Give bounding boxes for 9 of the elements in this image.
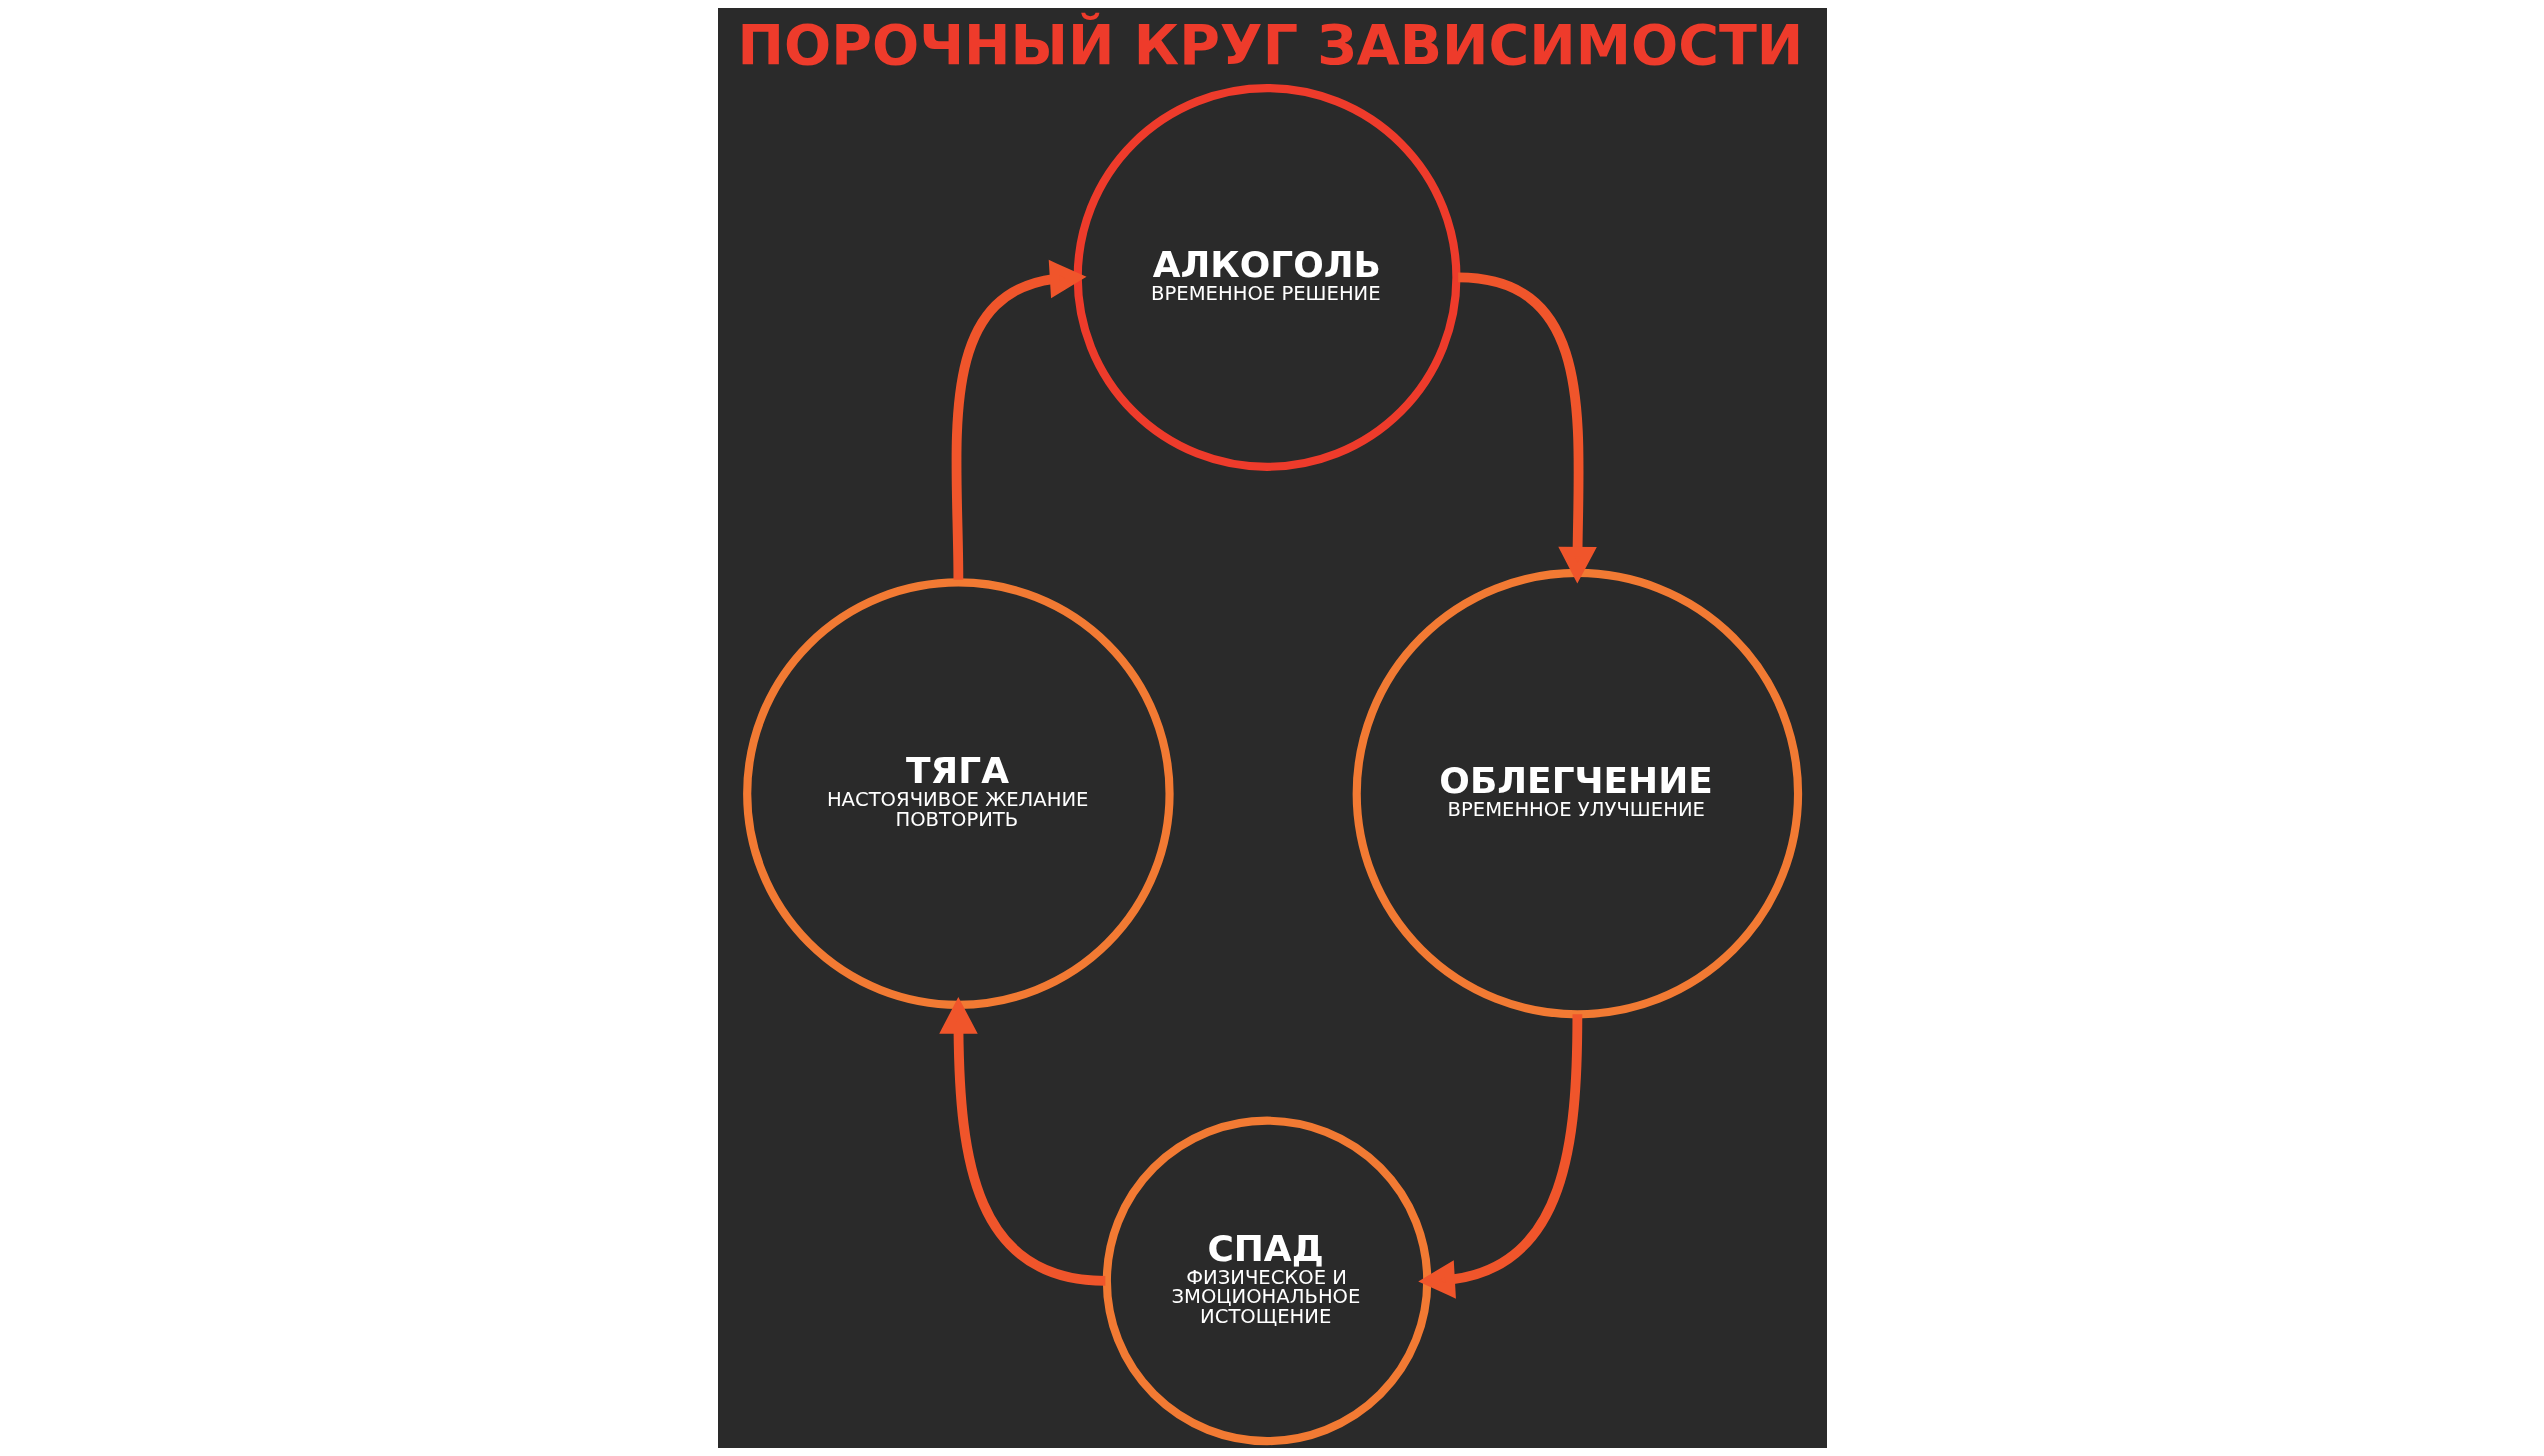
arrow bbox=[1417, 1014, 1582, 1299]
arrow bbox=[951, 259, 1086, 580]
node-circle: ТЯГА НАСТОЯЧИВОЕ ЖЕЛАНИЕ ПОВТОРИТЬ bbox=[742, 578, 1174, 1009]
node-circle: СПАД ФИЗИЧЕСКОЕ И ЗМОЦИОНАЛЬНОЕ ИСТОЩЕНИЕ bbox=[1102, 1116, 1431, 1446]
diagram-title: ПОРОЧНЫЙ КРУГ ЗАВИСИМОСТИ bbox=[737, 11, 1803, 77]
node-circle: АЛКОГОЛЬ ВРЕМЕННОЕ РЕШЕНИЕ bbox=[1073, 84, 1460, 471]
arrow bbox=[938, 997, 1106, 1286]
arrow bbox=[1457, 272, 1597, 584]
node-circle: ОБЛЕГЧЕНИЕ ВРЕМЕННОЕ УЛУЧШЕНИЕ bbox=[1352, 568, 1802, 1019]
